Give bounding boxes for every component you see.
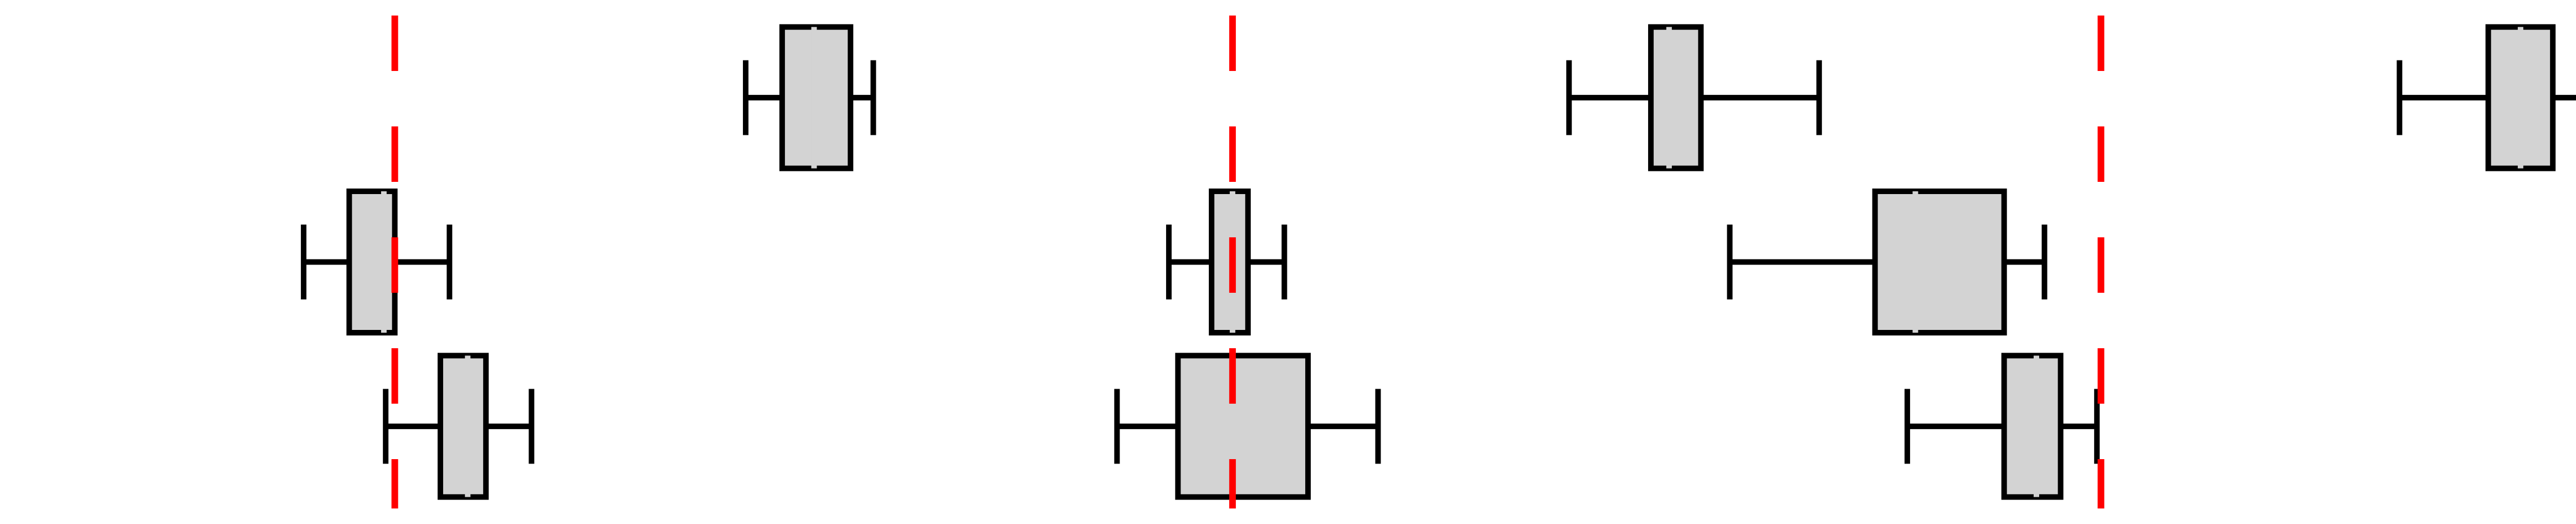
panel-2 bbox=[1114, 16, 1822, 508]
box-1-2 bbox=[301, 189, 453, 335]
box-2-1 bbox=[1566, 24, 1822, 171]
box-iqr bbox=[346, 189, 398, 335]
panel-1 bbox=[301, 16, 876, 508]
box-iqr bbox=[1648, 24, 1704, 171]
box-1-3 bbox=[383, 353, 535, 500]
box-iqr bbox=[437, 353, 489, 500]
box-3-1 bbox=[2397, 24, 2576, 171]
box-iqr bbox=[2001, 353, 2064, 500]
box-2-3 bbox=[1114, 353, 1381, 500]
box-2-2 bbox=[1166, 189, 1287, 335]
box-3-2 bbox=[1727, 189, 2048, 335]
box-iqr bbox=[1175, 353, 1311, 500]
panel-3 bbox=[1727, 16, 2576, 508]
box-3-3 bbox=[1904, 353, 2100, 500]
box-iqr bbox=[1872, 189, 2007, 335]
box-1-1 bbox=[743, 24, 876, 171]
